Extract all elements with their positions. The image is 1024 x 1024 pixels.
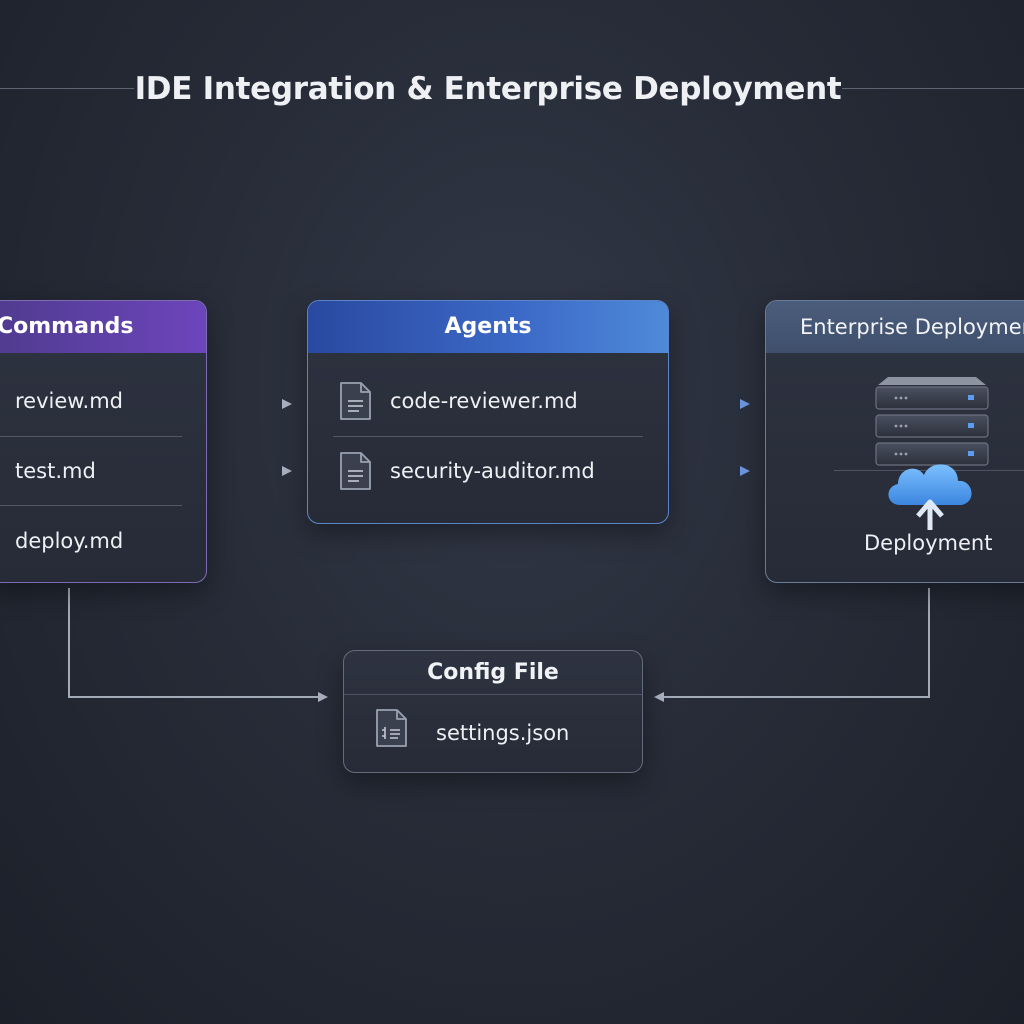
server-cloud-icon — [875, 377, 989, 530]
arrow-commands-to-config — [68, 588, 328, 702]
commands-divider-2 — [0, 505, 182, 506]
diagram-title: IDE Integration & Enterprise Deployment — [134, 71, 842, 107]
markdown-file-icon — [340, 382, 371, 420]
markdown-file-icon — [340, 452, 371, 490]
command-item-review[interactable]: review.md — [15, 389, 123, 413]
commands-panel: Commands review.md test.md deploy.md — [0, 300, 207, 583]
config-file-name[interactable]: settings.json — [436, 721, 570, 745]
deployment-label: Deployment — [864, 531, 993, 555]
agents-header: Agents — [308, 301, 668, 353]
agents-panel: Agents code-reviewer.md security-auditor… — [307, 300, 669, 524]
enterprise-deployment-header: Enterprise Deployment — [766, 301, 1024, 353]
json-file-icon — [376, 709, 407, 747]
commands-divider-1 — [0, 436, 182, 437]
agent-item-security-auditor[interactable]: security-auditor.md — [390, 459, 595, 483]
config-file-header: Config File — [344, 651, 642, 695]
command-item-deploy[interactable]: deploy.md — [15, 529, 124, 553]
agent-item-code-reviewer[interactable]: code-reviewer.md — [390, 389, 578, 413]
command-item-test[interactable]: test.md — [15, 459, 96, 483]
enterprise-deployment-panel: Enterprise Deployment Deployment — [765, 300, 1024, 583]
commands-header: Commands — [0, 301, 206, 353]
arrow-deployment-to-config — [654, 588, 930, 702]
title-rule-left — [0, 88, 134, 89]
title-row: IDE Integration & Enterprise Deployment — [0, 66, 1024, 112]
title-rule-right — [842, 88, 1024, 89]
config-file-panel: Config File settings.json — [343, 650, 643, 773]
agents-divider — [333, 436, 643, 437]
